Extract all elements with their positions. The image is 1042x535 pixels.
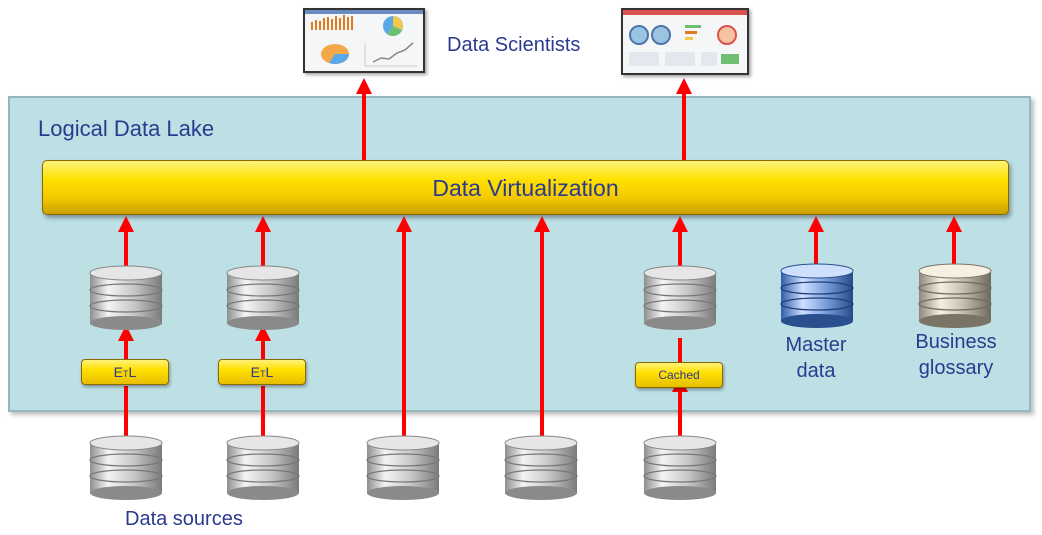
arrow-to-dashboard-right — [682, 92, 686, 160]
dashboard-gauges-icon — [623, 10, 747, 66]
etl-label-1-t: T — [123, 369, 129, 379]
arrow-col5-mid — [678, 338, 682, 362]
database-icon-etl-2 — [226, 265, 300, 330]
etl-label-2-l: L — [265, 364, 274, 380]
dashboard-thumbnail-left — [303, 8, 425, 73]
arrow-col1-mid — [124, 338, 128, 360]
arrow-col3-direct — [402, 230, 406, 438]
arrowhead-dashboard-left — [356, 78, 372, 94]
master-data-label-line2: data — [796, 360, 836, 382]
source-database-icon-1 — [89, 435, 163, 500]
database-icon-etl-1 — [89, 265, 163, 330]
database-icon-cache — [643, 265, 717, 330]
arrowhead-col2-top — [255, 216, 271, 232]
etl-label-2-e: E — [250, 364, 261, 380]
source-database-icon-4 — [504, 435, 578, 500]
arrow-col2-top — [261, 230, 265, 268]
data-sources-label: Data sources — [125, 508, 243, 530]
etl-label-1-e: E — [113, 364, 124, 380]
etl-box-2: ETL — [218, 359, 306, 385]
dashboard-chart-icon — [305, 10, 423, 67]
arrow-col2-mid — [261, 338, 265, 360]
arrowhead-col7 — [946, 216, 962, 232]
arrowhead-dashboard-right — [676, 78, 692, 94]
source-database-icon-2 — [226, 435, 300, 500]
lake-title: Logical Data Lake — [38, 116, 215, 141]
data-virtualization-bar: Data Virtualization — [42, 160, 1009, 215]
arrowhead-col5-top — [672, 216, 688, 232]
arrow-to-dashboard-left — [362, 92, 366, 160]
arrowhead-col4 — [534, 216, 550, 232]
arrow-col1-bottom — [124, 386, 128, 438]
arrow-col2-bottom — [261, 386, 265, 438]
source-database-icon-5 — [643, 435, 717, 500]
dashboard-thumbnail-right — [621, 8, 749, 75]
arrowhead-col1-top — [118, 216, 134, 232]
source-database-icon-3 — [366, 435, 440, 500]
business-glossary-label-line1: Business — [915, 331, 997, 353]
arrow-col5-top — [678, 230, 682, 268]
database-icon-business-glossary — [918, 263, 992, 328]
business-glossary-label-line2: glossary — [918, 357, 994, 379]
arrow-col1-top — [124, 230, 128, 268]
etl-box-1: ETL — [81, 359, 169, 385]
arrowhead-col3 — [396, 216, 412, 232]
etl-label-1-l: L — [128, 364, 137, 380]
master-data-label-line1: Master — [785, 334, 847, 356]
arrow-col7 — [952, 230, 956, 266]
cached-box: Cached — [635, 362, 723, 388]
arrowhead-col6 — [808, 216, 824, 232]
logical-data-lake-container — [8, 96, 1031, 412]
etl-label-2-t: T — [260, 369, 266, 379]
consumers-label: Data Scientists — [447, 34, 581, 56]
arrow-col6 — [814, 230, 818, 266]
arrow-col5-bottom — [678, 388, 682, 438]
database-icon-master-data — [780, 263, 854, 328]
arrow-col4-direct — [540, 230, 544, 438]
master-data-label: Master data — [760, 332, 872, 384]
business-glossary-label: Business glossary — [900, 329, 1012, 381]
